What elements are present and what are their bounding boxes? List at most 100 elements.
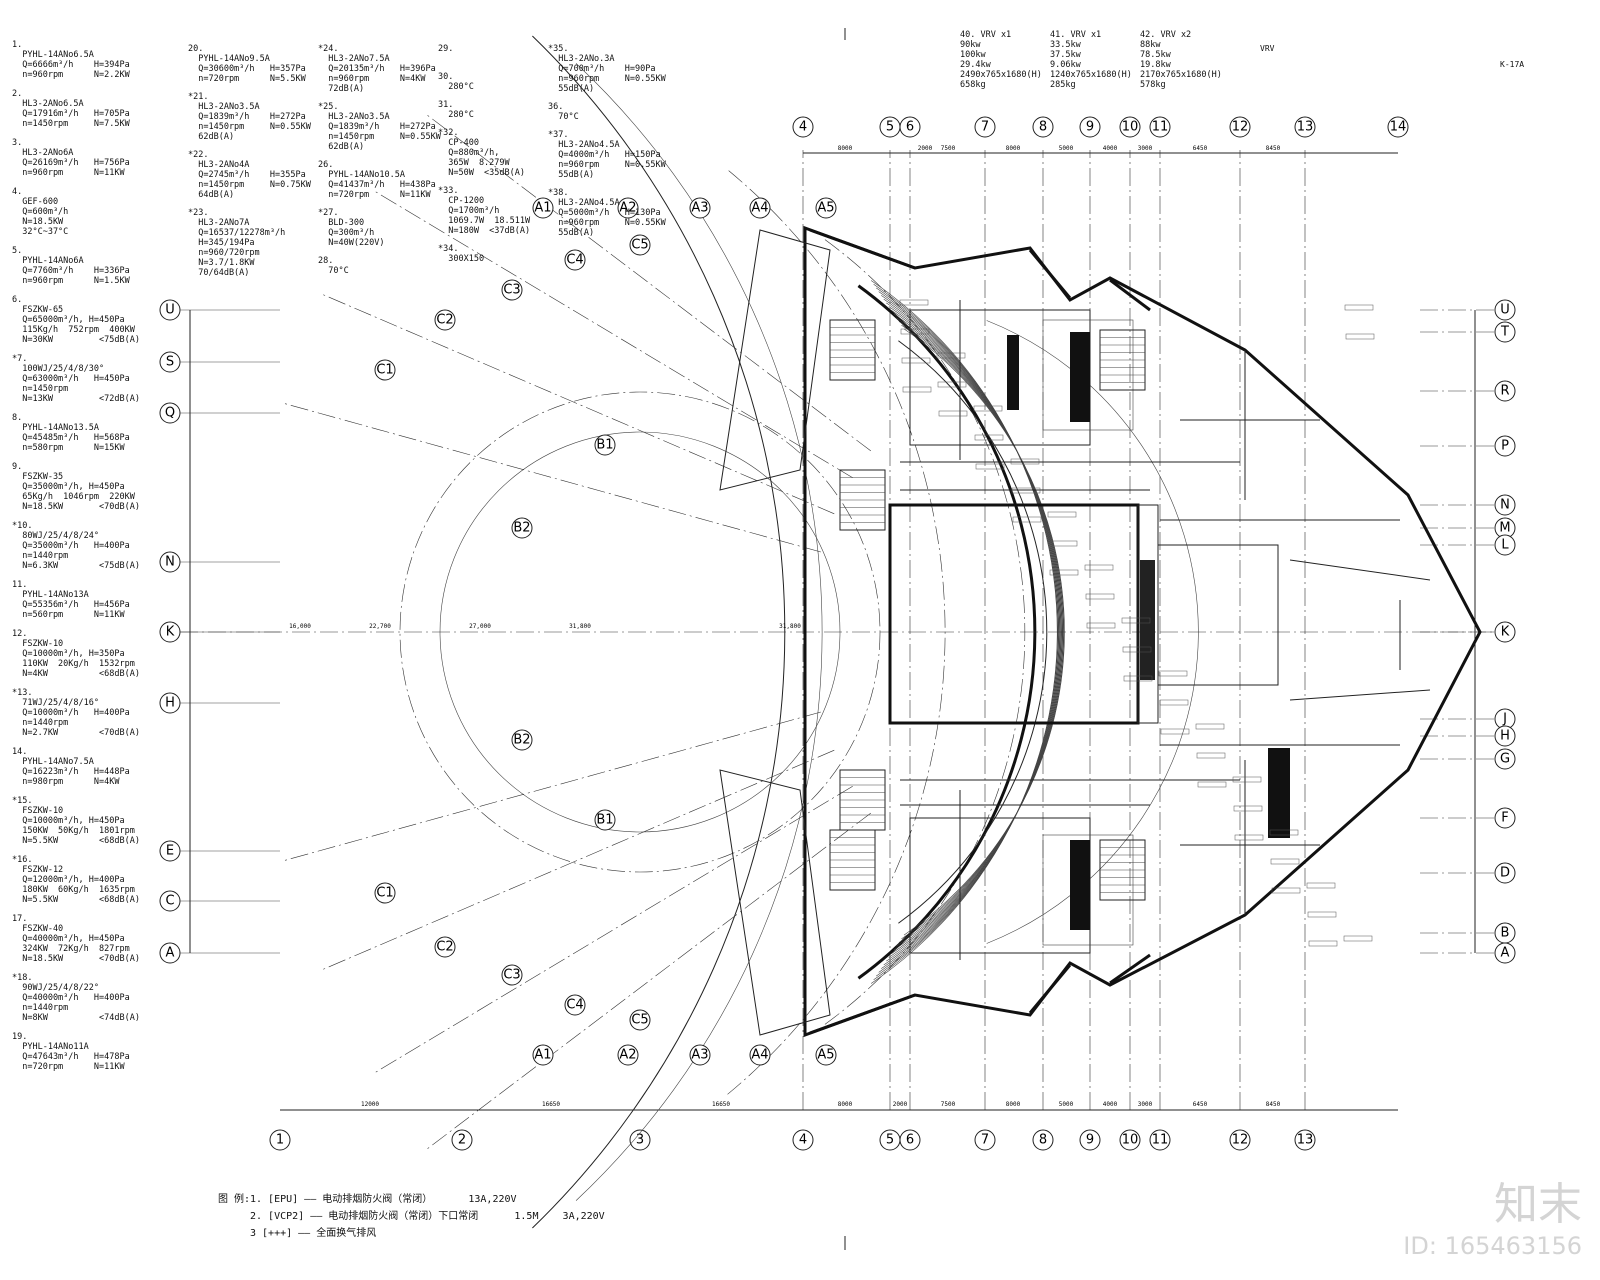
dim-top-8: 8450 [1266,145,1281,152]
grid-right-L-label: L [1501,538,1509,553]
grid-bottom-2-bubble [451,1129,473,1151]
grid-ring-2-bubble [501,279,523,301]
annotation-17 [1048,540,1078,547]
grid-ring-10-bubble [511,517,533,539]
annotation-34 [1197,781,1227,788]
grid-bottom-4-bubble [792,1129,814,1151]
annotation-13 [900,328,930,335]
stage-duct [1140,560,1155,680]
annotation-30 [1049,569,1079,576]
equipment-item-26: 26. PYHL-14ANo10.5A Q=41437m³/h H=438Pa … [318,160,436,200]
equipment-item-28: 28. 70°C [318,256,349,276]
dim-bottom-7: 5000 [1059,1101,1074,1108]
dim-top-4: 5000 [1059,145,1074,152]
equipment-item-5: 5. PYHL-14ANo6A Q=7760m³/h H=336Pa n=960… [12,246,130,286]
grid-right-G-label: G [1500,752,1510,767]
grid-ring-10-label: B2 [513,521,530,536]
grid-ring-0-label: C2 [436,313,453,328]
dim-top-6: 3000 [1138,145,1153,152]
annotation-23 [1270,858,1300,865]
annotation-29 [1012,516,1042,523]
grid-arc-bottom-A4-label: A4 [751,1048,768,1063]
equipment-item-3: 3. HL3-2ANo6A Q=26169m³/h H=756Pa n=960r… [12,138,130,178]
equipment-item-34: *34. 300X150 [438,244,485,264]
seating-row-13 [903,328,1065,936]
equipment-item-31: 31. 280°C [438,100,474,120]
grid-right-M-label: M [1499,521,1510,536]
grid-ring-6-bubble [374,882,396,904]
annotation-22 [1233,805,1263,812]
dim-bottom-4: 2000 [893,1101,908,1108]
grid-bottom-3-bubble [629,1129,651,1151]
dim-radial-4: 31,800 [779,623,801,630]
vrv-note: VRV [1260,44,1275,53]
dim-bottom-5: 7500 [941,1101,956,1108]
grid-arc-bottom-A3-label: A3 [691,1048,708,1063]
dim-top-5: 4000 [1103,145,1118,152]
radial-4 [281,402,821,553]
grid-ring-4-label: C5 [631,238,648,253]
grid-right-N-bubble [1494,494,1516,516]
equipment-item-20: 20. PYHL-14ANo9.5A Q=30600m³/h H=357Pa n… [188,44,306,84]
grid-top-10-bubble [1119,116,1141,138]
grid-top-6-bubble [899,116,921,138]
grid-right-J-label: J [1502,712,1507,727]
equipment-item-18: *18. 90WJ/25/4/8/22° Q=40000m³/h H=400Pa… [12,973,140,1023]
room-lower-1 [909,817,1091,954]
annotation-1 [936,352,966,359]
grid-left-E-label: E [166,844,174,859]
annotation-18 [1085,593,1115,600]
grid-top-7-label: 7 [981,120,989,135]
duct-7 [1289,689,1431,701]
equipment-item-29: 29. [438,44,454,54]
grid-bottom-1-label: 1 [276,1133,284,1148]
grid-top-13-label: 13 [1297,120,1314,135]
grid-ring-3-label: C4 [566,253,583,268]
annotation-20 [1159,699,1189,706]
watermark-logo: 知末 [1494,1179,1582,1230]
grid-ring-4-bubble [629,234,651,256]
grid-ring-13-label: B1 [596,813,613,828]
annotation-12 [1343,935,1373,942]
grid-bottom-6-label: 6 [906,1133,914,1148]
backstage-room [1157,544,1279,686]
grid-top-11-label: 11 [1152,120,1169,135]
side-lobby-upper [719,229,831,491]
legend-item-3: 3 [+++] —— 全面换气排风 [250,1228,413,1239]
equipment-item-9: 9. FSZKW-35 Q=35000m³/h, H=450Pa 65Kg/h … [12,462,140,512]
grid-bottom-7-bubble [974,1129,996,1151]
grid-left-H-label: H [165,696,175,711]
grid-bottom-7-label: 7 [981,1133,989,1148]
radial-1 [372,785,853,1075]
annotation-7 [1158,670,1188,677]
grid-top-12-bubble [1229,116,1251,138]
grid-ring-9-bubble [629,1009,651,1031]
grid-right-U-label: U [1500,303,1510,318]
radial-3 [281,711,821,862]
grid-right-D-bubble [1494,862,1516,884]
grid-bottom-8-label: 8 [1039,1133,1047,1148]
grid-arc-top-A3-label: A3 [691,201,708,216]
dim-top-1: 2000 [918,145,933,152]
grid-right-K-label: K [1501,625,1510,640]
stage-box [888,503,1140,725]
grid-ring-7-bubble [501,964,523,986]
duct-shaft-lower [1070,840,1090,930]
grid-arc-bottom-A5-bubble [815,1044,837,1066]
equipment-item-22: *22. HL3-2ANo4A Q=2745m³/h H=355Pa n=145… [188,150,311,200]
grid-bottom-2-label: 2 [458,1133,466,1148]
facade-panel-2 [1028,249,1072,299]
grid-bottom-8-bubble [1032,1129,1054,1151]
grid-top-8-label: 8 [1039,120,1047,135]
radial-6 [372,189,853,479]
grid-arc-top-A5-bubble [815,197,837,219]
grid-ring-1-label: C1 [376,363,393,378]
equipment-item-27: *27. BLD-300 Q=300m³/h N=40W(220V) [318,208,385,248]
grid-arc-top-A2-label: A2 [619,201,636,216]
dim-radial-0: 16,000 [289,623,311,630]
dim-bottom-9: 3000 [1138,1101,1153,1108]
grid-arc-bottom-A1-label: A1 [534,1048,551,1063]
grid-right-R-label: R [1500,384,1509,399]
equipment-item-30: 30. 280°C [438,72,474,92]
grid-right-F-bubble [1494,807,1516,829]
